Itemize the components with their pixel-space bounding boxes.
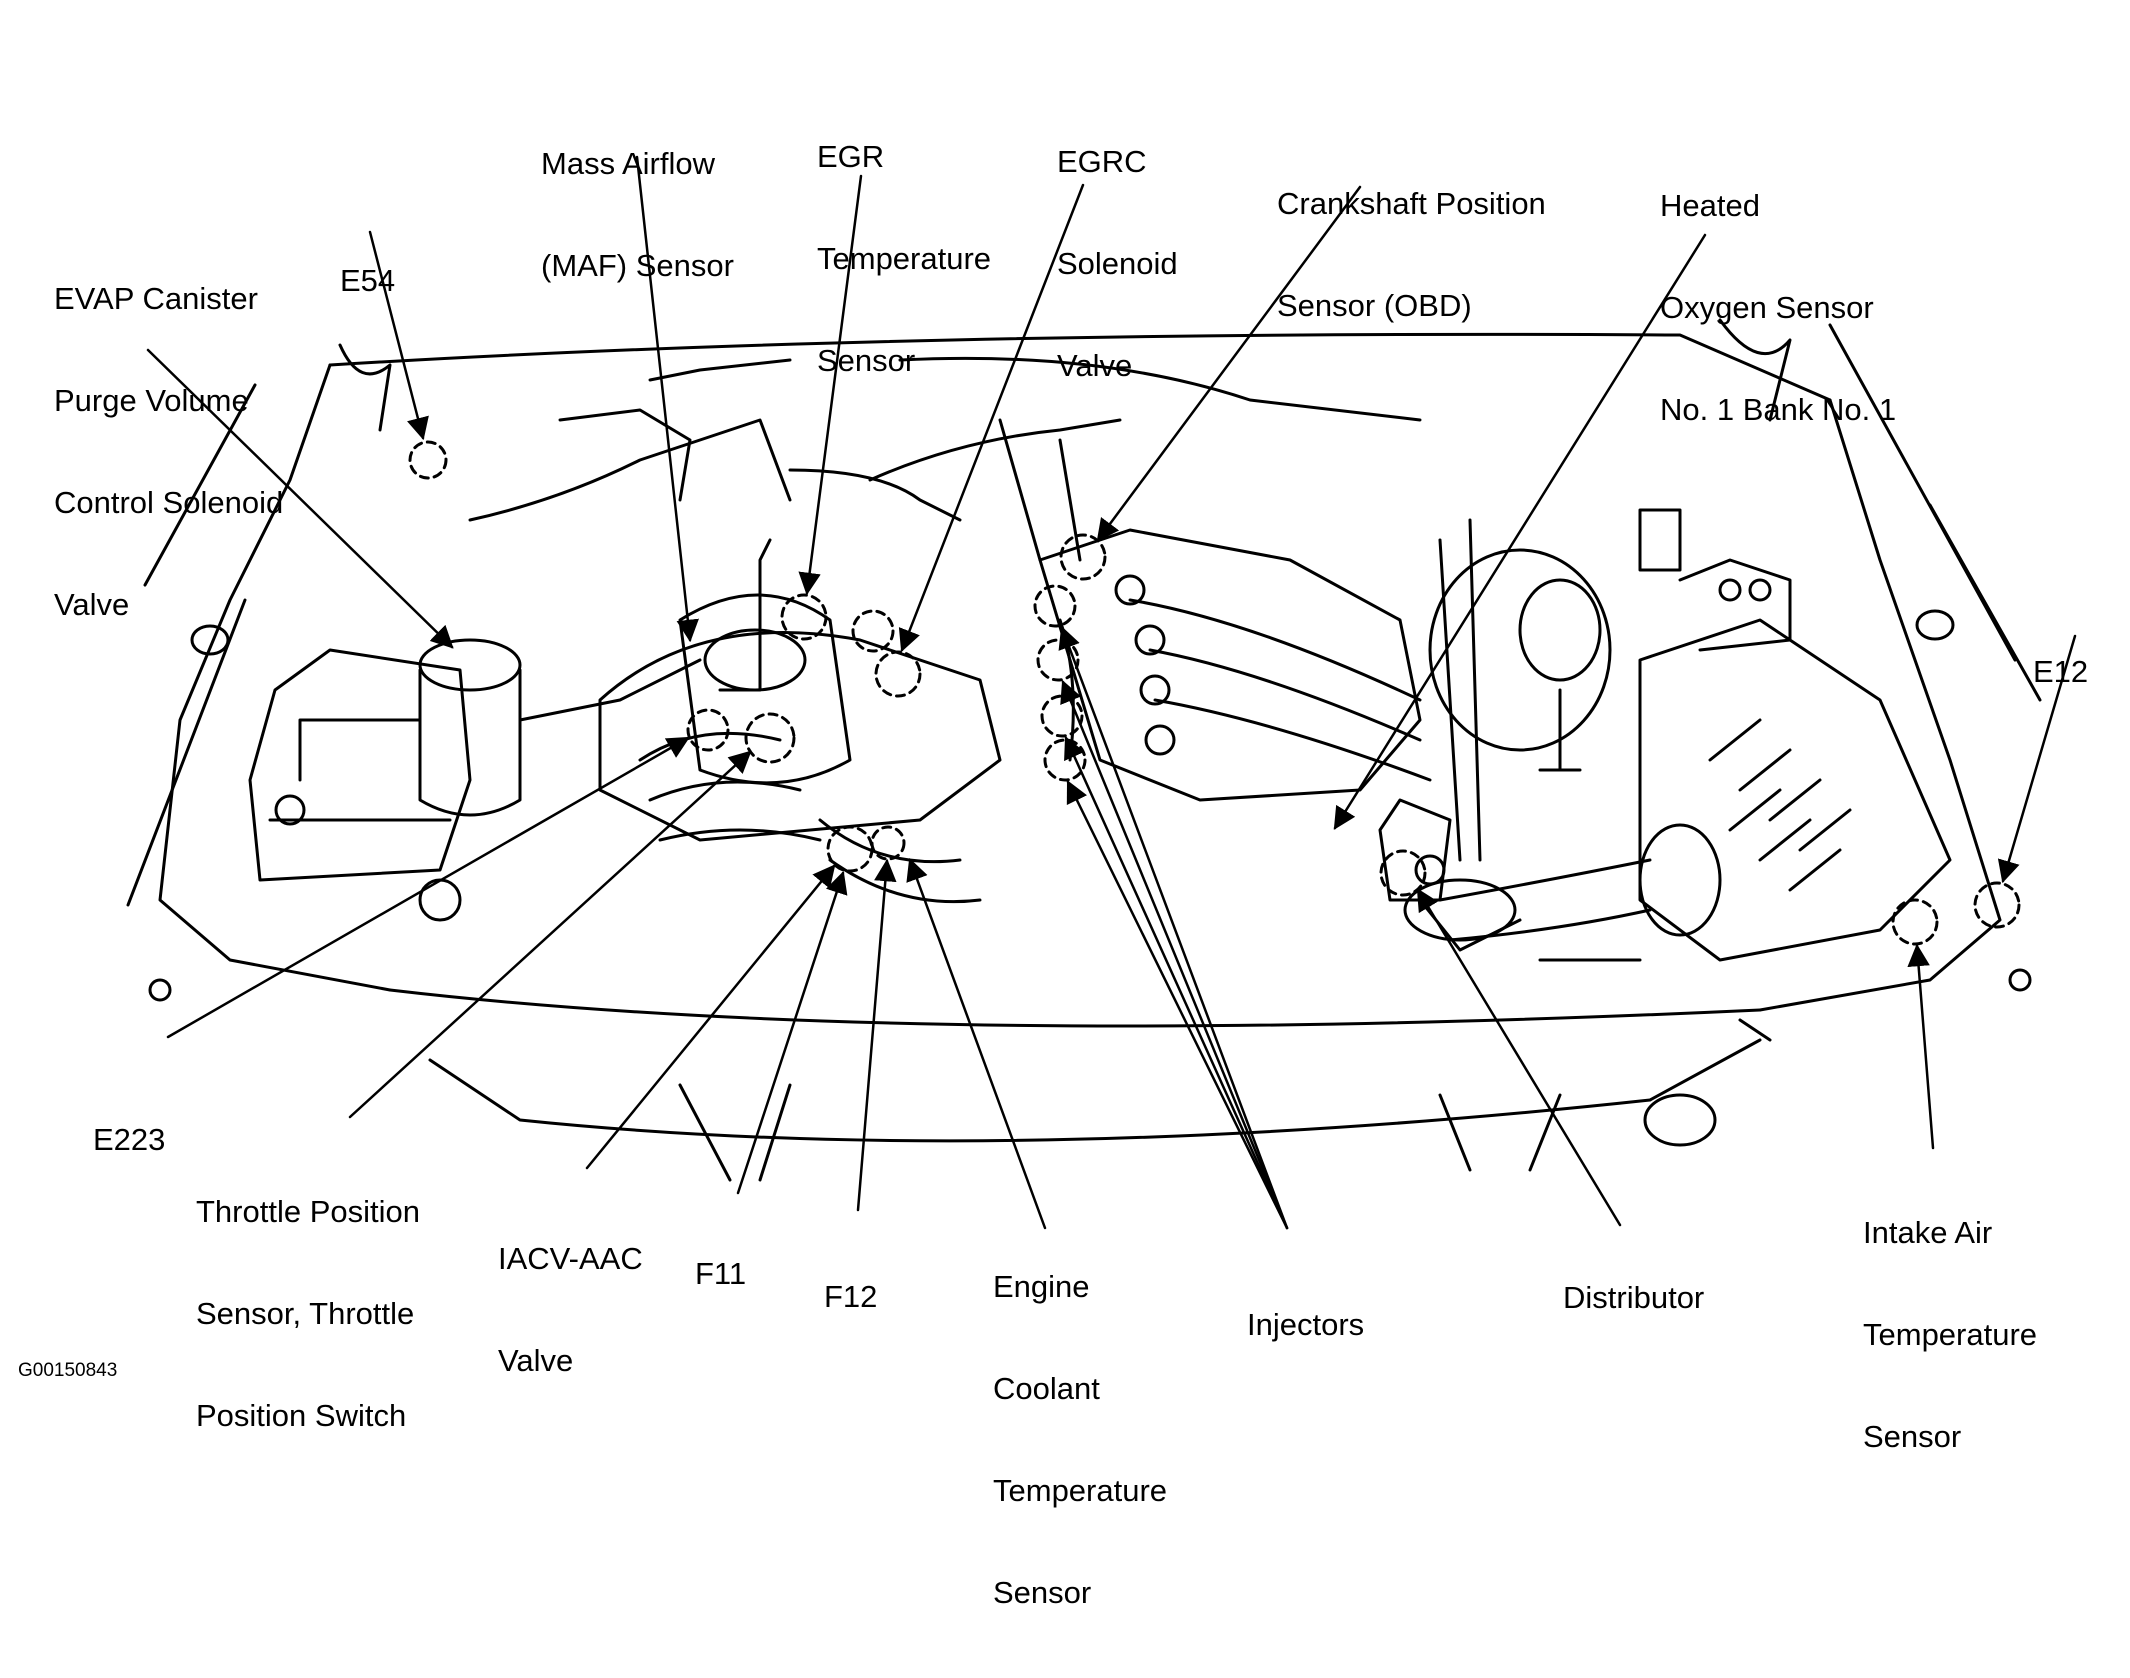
label-distributor: Distributor <box>1563 1280 1705 1315</box>
callout-e223 <box>686 708 730 752</box>
label-evap-canister-purge-volume-control-solenoid-valve: EVAP Canister Purge Volume Control Solen… <box>54 281 284 622</box>
label-throttle-position-sensor-switch: Throttle Position Sensor, Throttle Posit… <box>196 1194 420 1433</box>
callout-inj-2 <box>1036 638 1080 682</box>
callout-e54 <box>408 440 448 480</box>
callout-f12 <box>870 825 906 861</box>
label-e223: E223 <box>93 1122 166 1157</box>
callout-inj-3 <box>1040 694 1084 738</box>
callout-crank <box>1059 533 1107 581</box>
air-duct <box>1638 823 1722 937</box>
brake-booster <box>1428 548 1612 752</box>
label-heated-oxygen-sensor: Heated Oxygen Sensor No. 1 Bank No. 1 <box>1660 188 1897 427</box>
intake-runners <box>818 818 982 904</box>
engine-compartment-diagram: EVAP Canister Purge Volume Control Solen… <box>18 139 2089 1610</box>
label-injectors: Injectors <box>1247 1307 1365 1342</box>
right-fender-line-2 <box>1928 503 2042 702</box>
leader-inj-1 <box>1058 625 1289 1230</box>
callout-tps <box>744 712 796 764</box>
radiator-support-top <box>328 332 1832 402</box>
leader-maf <box>635 155 699 643</box>
front-bumper-line <box>388 988 1762 1028</box>
callout-iat <box>1891 898 1939 946</box>
leader-f11 <box>736 870 848 1195</box>
right-apron <box>1758 398 2002 1012</box>
leader-iat <box>1907 943 1935 1150</box>
label-f12: F12 <box>824 1279 878 1314</box>
intake-plenum <box>598 631 1002 842</box>
leader-f12 <box>856 858 897 1212</box>
leader-e54 <box>368 230 429 441</box>
label-intake-air-temperature-sensor: Intake Air Temperature Sensor <box>1863 1215 2038 1454</box>
label-mass-airflow-sensor: Mass Airflow (MAF) Sensor <box>541 146 734 283</box>
leader-inj-3 <box>1064 735 1289 1230</box>
distributor-body <box>1378 798 1452 902</box>
label-egr-temperature-sensor: EGR Temperature Sensor <box>817 139 992 378</box>
left-fender-line-2 <box>126 598 247 907</box>
leader-egr-temp <box>798 174 863 596</box>
evap-canister-body <box>418 668 522 817</box>
leader-e12 <box>1997 634 2077 884</box>
leader-inj-4 <box>1066 779 1289 1230</box>
leader-ect <box>906 857 1047 1230</box>
leader-evap <box>146 348 454 649</box>
label-e12: E12 <box>2033 654 2089 689</box>
lower-edge <box>678 1083 1562 1182</box>
engine-line-art <box>126 155 2077 1230</box>
valve-cover <box>1038 528 1422 802</box>
air-cleaner-box <box>1638 618 1952 962</box>
left-fender-line <box>143 383 257 587</box>
callout-distributor <box>1379 849 1427 897</box>
callout-egrc-2 <box>851 609 895 653</box>
right-fender-line <box>1828 323 2017 662</box>
callout-inj-4 <box>1043 738 1087 782</box>
leader-crank <box>1096 185 1362 542</box>
battery <box>248 648 472 882</box>
label-egrc-solenoid-valve: EGRC Solenoid Valve <box>1057 144 1178 383</box>
front-valance <box>428 1038 1762 1143</box>
label-f11: F11 <box>695 1256 747 1291</box>
label-crankshaft-position-sensor: Crankshaft Position Sensor (OBD) <box>1277 186 1546 323</box>
leader-ho2s <box>1333 233 1707 830</box>
figure-id: G00150843 <box>18 1360 118 1381</box>
callout-egrc <box>874 650 922 698</box>
left-apron <box>158 363 392 992</box>
leader-iacv <box>585 864 836 1170</box>
leader-e223 <box>166 736 690 1039</box>
callout-e12 <box>1973 881 2021 929</box>
label-e54: E54 <box>340 263 396 298</box>
evap-canister-top <box>418 638 522 692</box>
leader-egrc <box>898 183 1085 653</box>
label-engine-coolant-temperature-sensor: Engine Coolant Temperature Sensor <box>993 1269 1168 1610</box>
label-iacv-aac-valve: IACV-AAC Valve <box>498 1241 643 1378</box>
leader-distributor <box>1416 888 1622 1227</box>
callout-inj-1 <box>1033 584 1077 628</box>
leader-tps <box>348 750 752 1119</box>
leader-inj-2 <box>1060 679 1289 1230</box>
